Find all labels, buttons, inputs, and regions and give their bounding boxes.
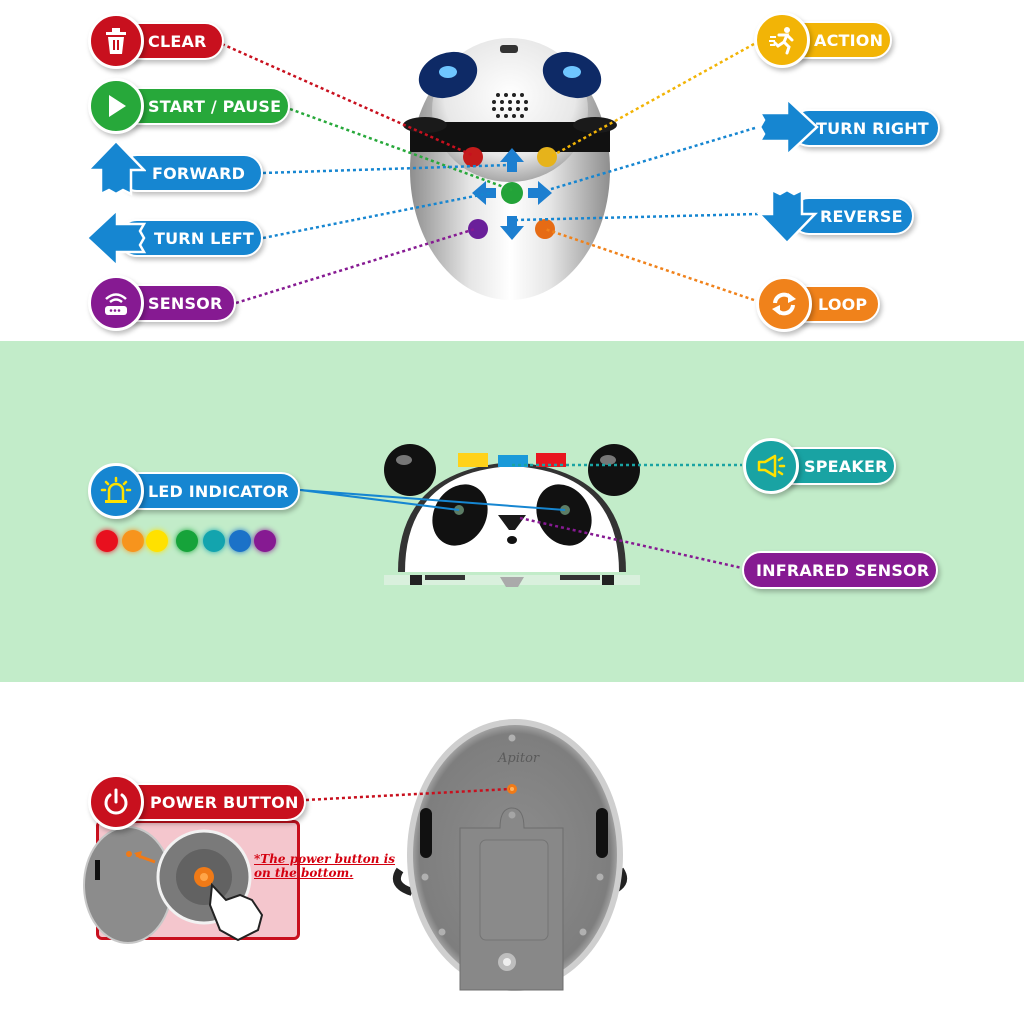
beacon-light-icon — [88, 463, 144, 519]
led-blue — [229, 530, 251, 552]
arrow-up-icon — [86, 139, 146, 197]
led-green — [176, 530, 198, 552]
trash-icon — [88, 13, 144, 69]
led-yellow — [146, 530, 168, 552]
power-button-label: POWER BUTTON — [114, 783, 306, 821]
infrared-sensor-label: INFRARED SENSOR — [742, 551, 938, 589]
robot-top-view — [403, 38, 617, 300]
led-cyan — [203, 530, 225, 552]
robot-bottom-view: Apitor — [393, 719, 627, 991]
led-purple — [254, 530, 276, 552]
middle-band-background — [0, 341, 1024, 682]
brand-logo: Apitor — [497, 751, 540, 766]
running-person-icon — [754, 12, 810, 68]
led-indicator-label: LED INDICATOR — [114, 472, 300, 510]
arrow-right-icon — [757, 96, 819, 158]
arrow-down-icon — [756, 187, 818, 245]
arrow-left-icon — [85, 207, 147, 269]
sensor-icon — [88, 275, 144, 331]
power-button-callout-box — [96, 820, 300, 940]
power-button-note: *The power button is on the bottom. — [254, 852, 396, 880]
led-red — [96, 530, 118, 552]
power-icon — [88, 774, 144, 830]
megaphone-icon — [743, 438, 799, 494]
loop-icon — [756, 276, 812, 332]
led-orange — [122, 530, 144, 552]
loop-label: LOOP — [782, 285, 880, 323]
forward-label: FORWARD — [118, 154, 263, 192]
play-icon — [88, 78, 144, 134]
